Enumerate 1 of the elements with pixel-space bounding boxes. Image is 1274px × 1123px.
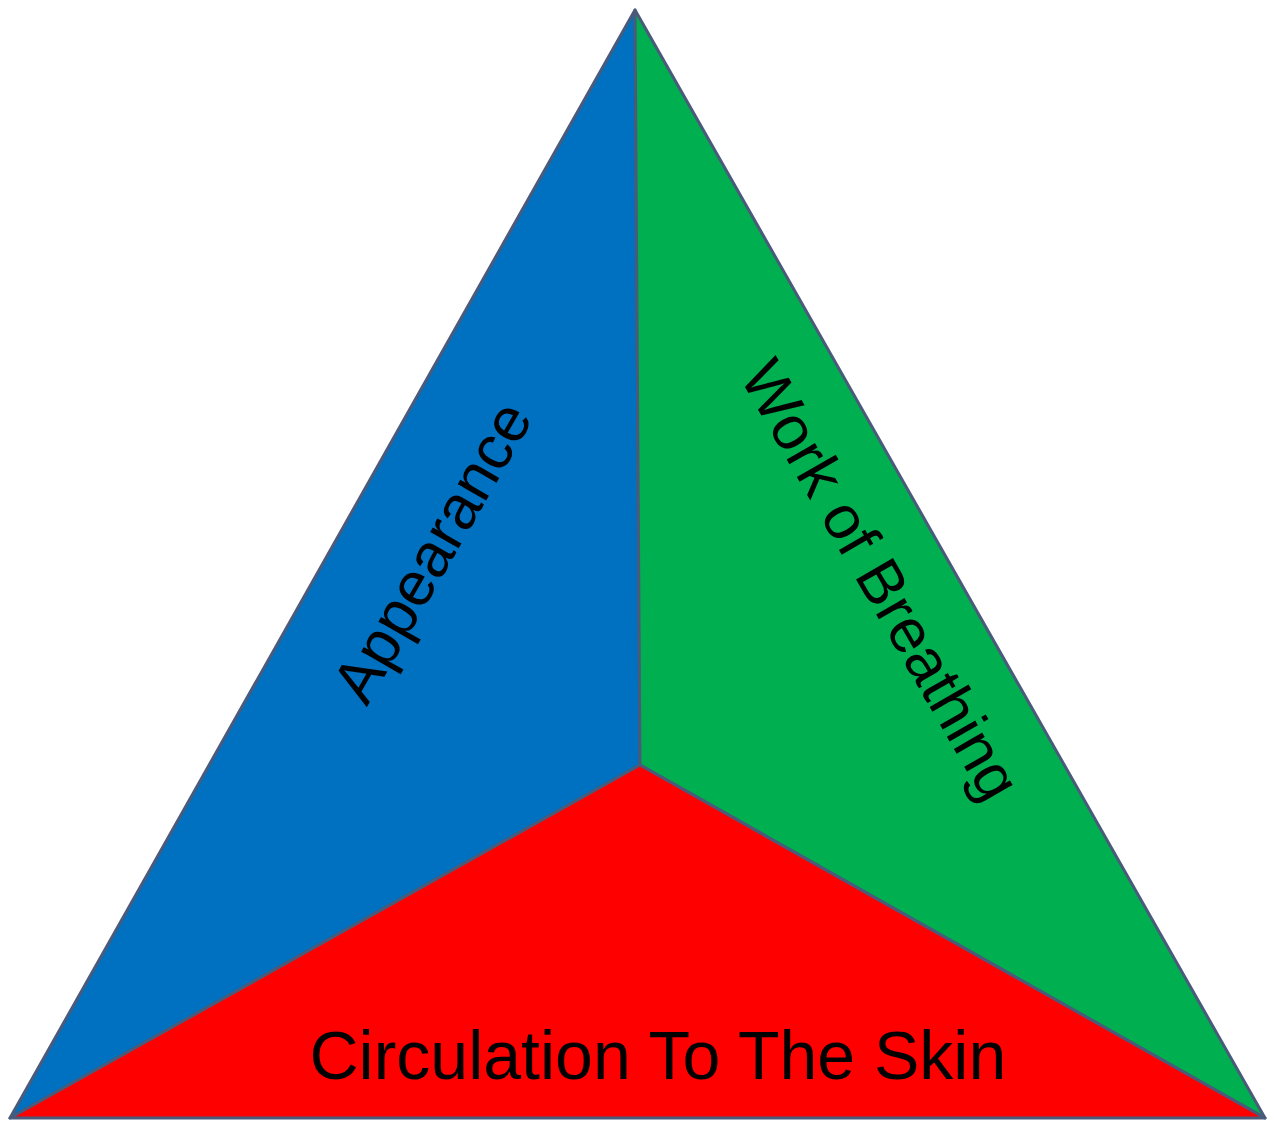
segment-label: Circulation To The Skin <box>309 1021 1007 1089</box>
